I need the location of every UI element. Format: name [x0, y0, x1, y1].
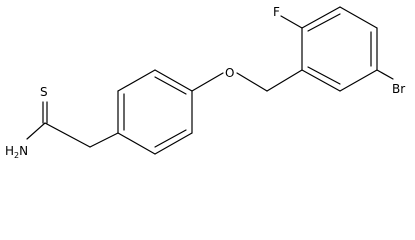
atom-label-oxygen: O: [225, 66, 234, 80]
atom-label-fluorine: F: [273, 5, 280, 19]
atom-label-nitrogen: H2N: [5, 144, 28, 159]
structure-canvas: S H2N O F Br: [5, 5, 405, 159]
atom-label-amine-subscript: 2: [14, 151, 19, 159]
bond-c-ch2: [44, 122, 91, 148]
bond-ch2-ring: [89, 132, 119, 148]
ring2-bond-2-inner: [307, 13, 341, 32]
bond-ring-o: [191, 72, 224, 92]
atom-label-amine-h: H: [5, 144, 14, 158]
ring1-bond-3-inner: [154, 76, 187, 95]
ring1-bond-3: [154, 69, 193, 92]
ring2-bond-3: [339, 6, 378, 29]
ring2-bond-2: [301, 6, 341, 29]
molecule-diagram: S H2N O F Br: [5, 5, 405, 159]
atom-label-bromine: Br: [392, 82, 405, 96]
bond-o-ch2: [236, 72, 268, 92]
ring1-bond-5-inner: [154, 129, 187, 148]
bond-ch2-ring2: [266, 69, 303, 92]
atom-label-sulfur: S: [40, 85, 48, 99]
ring1-bond-2: [117, 69, 156, 92]
atom-label-amine-n: N: [19, 144, 28, 158]
ring2-bond-6-inner: [307, 66, 341, 85]
ring1-bond-6: [117, 132, 156, 155]
bond-ring2-f: [280, 15, 303, 29]
ring2-bond-6: [301, 69, 341, 92]
ring2-bond-5: [339, 69, 378, 92]
bond-ring2-br: [376, 69, 394, 80]
bond-c-n: [26, 122, 46, 140]
ring1-bond-5: [154, 132, 193, 155]
